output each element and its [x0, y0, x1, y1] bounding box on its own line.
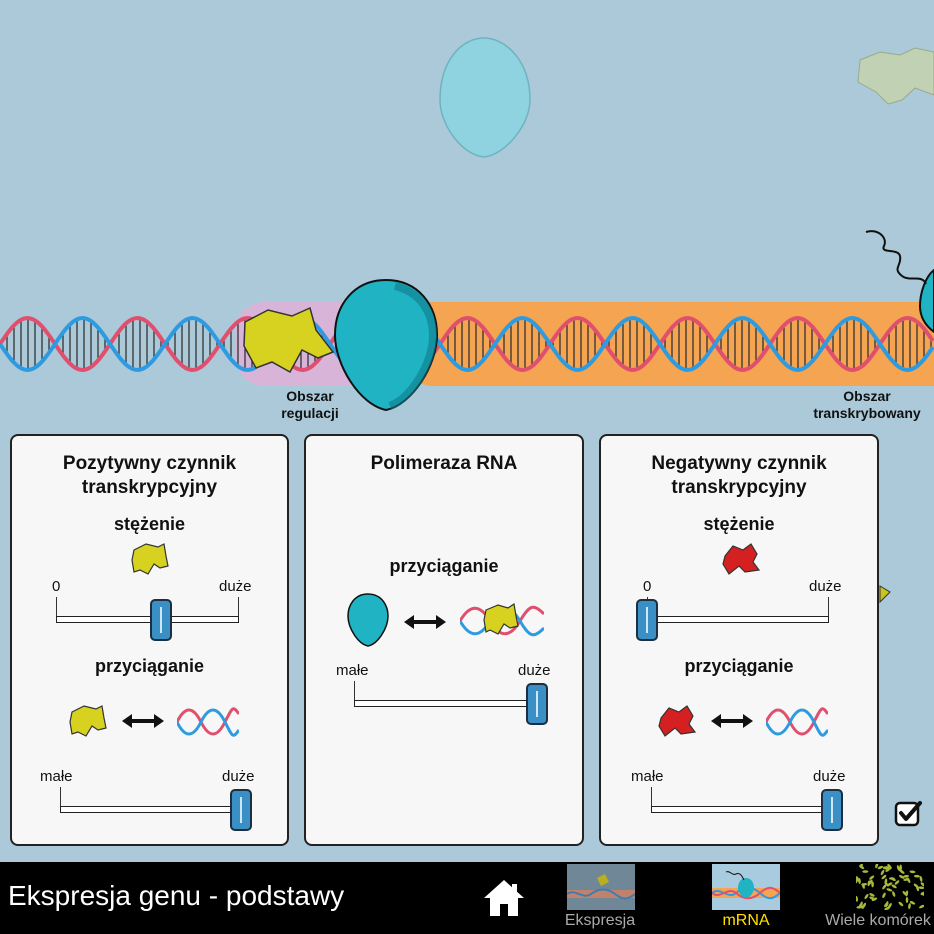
affinity-max-label: duże [813, 768, 846, 785]
concentration-max-label: duże [219, 578, 252, 595]
floating-factor[interactable] [857, 47, 934, 105]
expression-tab-icon [567, 864, 635, 910]
app-title: Ekspresja genu - podstawy [8, 880, 345, 911]
negative-factor-icon [658, 705, 697, 737]
tab-mrna[interactable]: mRNA [676, 862, 816, 934]
concentration-label: stężenie [703, 514, 775, 534]
affinity-slider-thumb[interactable] [526, 683, 548, 725]
affinity-max-label: duże [518, 662, 551, 679]
regulation-region-label: Obszar regulacji [281, 388, 339, 421]
dna-strand [0, 315, 934, 373]
affinity-label: przyciąganie [389, 556, 499, 576]
affinity-slider-track[interactable] [60, 806, 244, 813]
panel-title: Polimeraza RNA [370, 453, 518, 474]
negative-factor-icon[interactable] [721, 542, 761, 576]
mrna-tab-icon [712, 864, 780, 910]
affinity-slider-track[interactable] [354, 700, 538, 707]
concentration-max-label: duże [809, 578, 842, 595]
positive-factor-icon[interactable] [130, 542, 170, 576]
edge-factor[interactable] [879, 585, 891, 604]
dna-with-factor-icon [460, 602, 544, 637]
mrna-strand [865, 230, 927, 285]
many-cells-tab-icon [856, 864, 924, 910]
concentration-slider-thumb[interactable] [636, 599, 658, 641]
double-arrow-icon [122, 714, 164, 728]
home-icon[interactable] [482, 878, 526, 918]
affinity-min-label: małe [631, 768, 664, 785]
concentration-min-label: 0 [643, 578, 652, 595]
tab-label: Ekspresja [564, 912, 636, 929]
panel-title: Pozytywny czynnik transkrypcyjny [62, 453, 237, 498]
tab-label: Wiele komórek [825, 912, 931, 929]
affinity-slider-thumb[interactable] [821, 789, 843, 831]
negative-factor-panel: Negatywny czynnik transkrypcyjny stężeni… [599, 434, 879, 846]
tab-label: mRNA [722, 912, 770, 929]
concentration-slider-thumb[interactable] [150, 599, 172, 641]
bound-positive-factor[interactable] [243, 306, 335, 374]
positive-factor-icon [69, 705, 107, 737]
tab-many-cells[interactable]: Wiele komórek [822, 862, 934, 934]
affinity-min-label: małe [336, 662, 369, 679]
navigation-bar: Ekspresja genu - podstawy Ekspresja mRNA [0, 862, 934, 934]
floating-polymerase[interactable] [439, 37, 531, 158]
double-arrow-icon [711, 714, 753, 728]
check-box-icon[interactable] [894, 799, 924, 829]
transcribed-region-label: Obszar transkrybowany [813, 388, 921, 421]
concentration-min-label: 0 [52, 578, 61, 595]
polymerase-panel: Polimeraza RNA przyciąganie małe duże [304, 434, 584, 846]
positive-factor-panel: Pozytywny czynnik transkrypcyjny stężeni… [10, 434, 289, 846]
panel-title: Negatywny czynnik transkrypcyjny [651, 453, 827, 498]
scene-canvas [0, 37, 934, 604]
transcribing-polymerase[interactable] [918, 268, 934, 334]
affinity-slider-track[interactable] [651, 806, 833, 813]
concentration-slider-track[interactable] [56, 616, 239, 623]
concentration-label: stężenie [113, 514, 186, 534]
affinity-slider-thumb[interactable] [230, 789, 252, 831]
concentration-slider-track[interactable] [647, 616, 829, 623]
affinity-label: przyciąganie [94, 656, 205, 676]
double-arrow-icon [404, 615, 446, 629]
affinity-min-label: małe [40, 768, 73, 785]
polymerase-icon [347, 593, 389, 647]
dna-icon [177, 707, 239, 737]
bound-polymerase[interactable] [333, 278, 439, 412]
transcribed-region [405, 302, 934, 386]
tab-expression[interactable]: Ekspresja [530, 862, 670, 934]
affinity-label: przyciąganie [684, 656, 794, 676]
simulation-scene: Obszar regulacji Obszar transkrybowany [0, 37, 934, 604]
affinity-max-label: duże [222, 768, 255, 785]
dna-icon [766, 707, 828, 737]
